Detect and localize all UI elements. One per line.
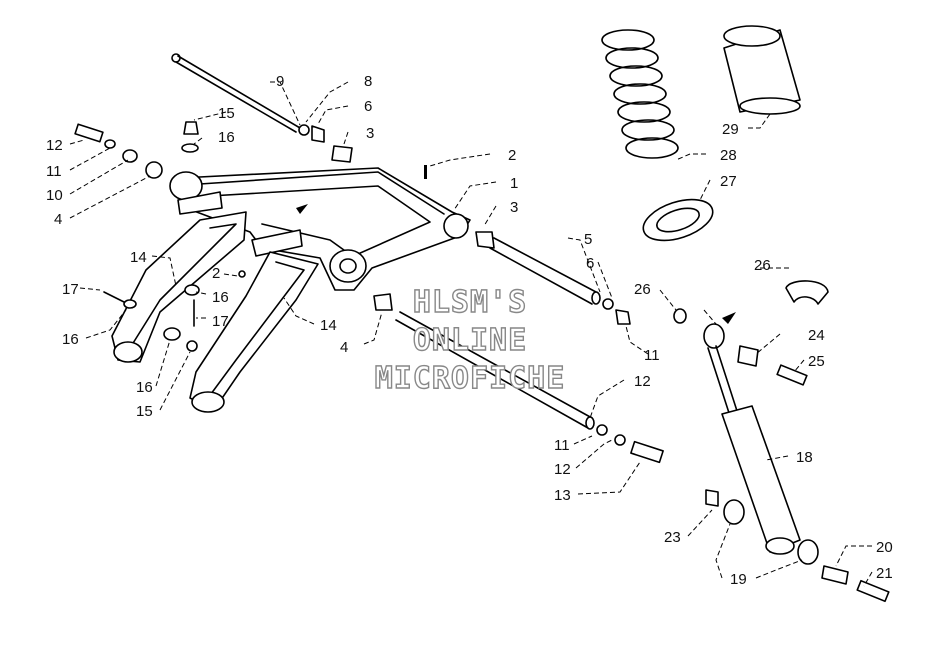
callout-11: 10 <box>46 187 63 204</box>
callout-20: 20 <box>876 539 893 556</box>
callout-16a: 16 <box>62 331 79 348</box>
callout-13b: 13 <box>554 487 571 504</box>
rear-arm-1 <box>169 165 471 291</box>
callout-18: 18 <box>796 449 813 466</box>
seat-27 <box>642 198 714 242</box>
callout-28: 28 <box>720 147 737 164</box>
callout-16: 16 <box>218 129 235 146</box>
callout-16c: 16 <box>212 289 229 306</box>
callout-14a: 14 <box>130 249 147 266</box>
callout-22: 23 <box>664 529 681 546</box>
callout-4b: 4 <box>340 339 348 356</box>
leader-lines <box>69 81 873 587</box>
spring-28 <box>601 29 679 159</box>
callout-12: 11 <box>46 163 62 180</box>
callout-3: 3 <box>366 125 374 142</box>
callout-6b: 6 <box>586 255 594 272</box>
callout-3b: 3 <box>510 199 518 216</box>
callout-labels: 9 8 6 3 15 16 12 11 10 4 2 1 3 5 6 11 14… <box>46 73 893 588</box>
rod-8 <box>171 53 301 133</box>
callout-15b: 15 <box>136 403 153 420</box>
watermark-line2: ONLINE <box>413 323 527 358</box>
callout-5: 5 <box>584 231 592 248</box>
watermark-line3: MICROFICHE <box>375 361 566 396</box>
callout-2: 2 <box>508 147 516 164</box>
watermark-line1: HLSM'S <box>413 285 527 320</box>
callout-6: 6 <box>364 98 372 115</box>
callout-13: 12 <box>46 137 63 154</box>
callout-29: 29 <box>722 121 739 138</box>
callout-12b: 12 <box>554 461 571 478</box>
watermark: HLSM'S ONLINE MICROFICHE <box>374 284 566 396</box>
callout-14b: 14 <box>320 317 337 334</box>
callout-8: 9 <box>276 73 284 90</box>
boot-29 <box>723 25 801 115</box>
callout-16b: 16 <box>136 379 153 396</box>
callout-24: 25 <box>808 353 825 370</box>
callout-19: 19 <box>730 571 747 588</box>
callout-2b: 2 <box>212 265 220 282</box>
shaft-10 <box>373 293 664 464</box>
callout-26: 26 <box>754 257 771 274</box>
callout-1: 1 <box>510 175 518 192</box>
callout-4: 4 <box>54 211 62 228</box>
callout-9: 11 <box>644 347 660 364</box>
callout-11b: 11 <box>554 437 570 454</box>
hardware-left <box>74 121 246 352</box>
callout-7: 8 <box>364 73 372 90</box>
callout-21: 21 <box>876 565 893 582</box>
callout-25: 26 <box>634 281 651 298</box>
arm-14-left <box>111 211 247 363</box>
callout-23: 24 <box>808 327 825 344</box>
shaft-5 <box>475 231 631 325</box>
hardware-upper-center <box>298 124 353 163</box>
arm-14-right <box>189 251 319 413</box>
callout-17a: 17 <box>62 281 79 298</box>
callout-27: 27 <box>720 173 737 190</box>
callout-17b: 17 <box>212 313 229 330</box>
callout-10: 12 <box>634 373 651 390</box>
shock-18 <box>673 280 890 603</box>
callout-15: 15 <box>218 105 235 122</box>
